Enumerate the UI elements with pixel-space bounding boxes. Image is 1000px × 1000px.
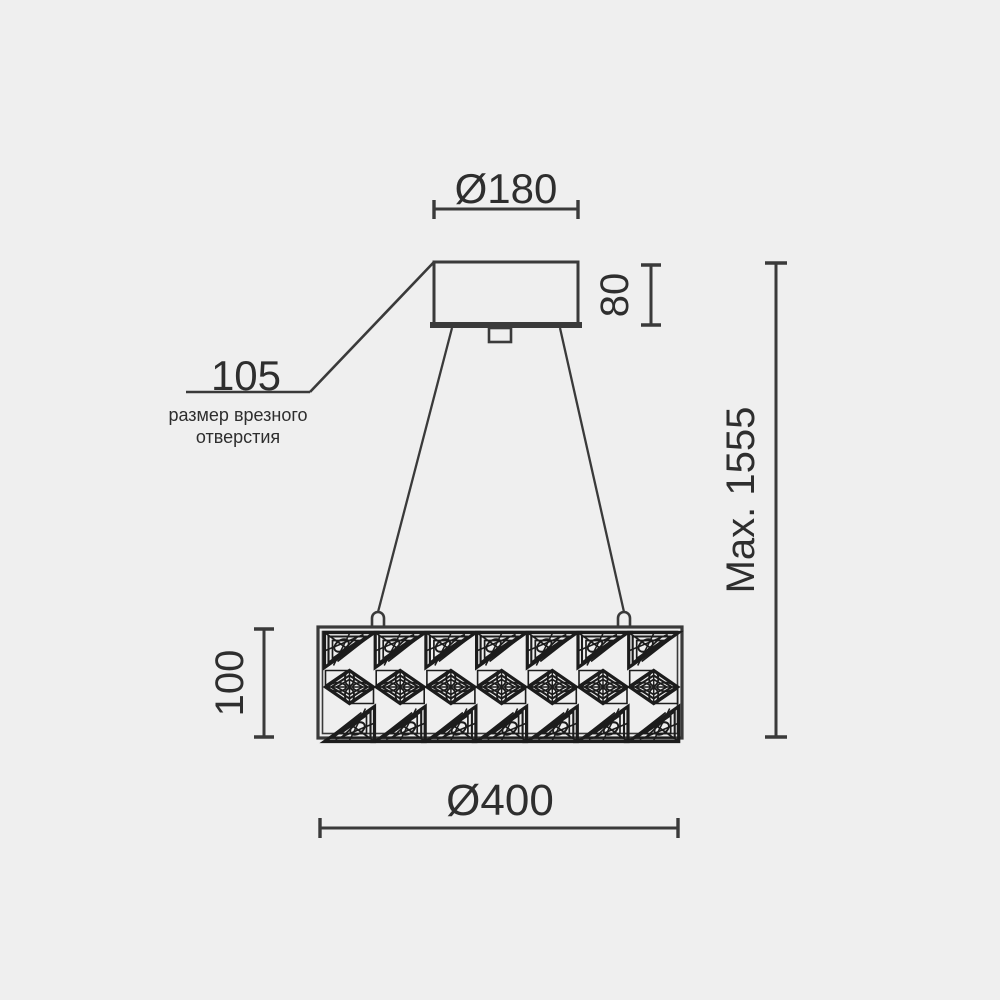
dimension-canopy-height-label: 80 — [593, 273, 637, 318]
dimension-cutout-size-label: 105 — [211, 352, 281, 399]
cutout-note-line-1: размер врезного — [168, 405, 307, 425]
cable-bracket-right — [616, 610, 632, 630]
lamp-shade-body — [316, 625, 684, 742]
dimension-canopy-diameter-label: Ø180 — [455, 165, 558, 212]
suspension-cables — [376, 327, 626, 613]
ceiling-canopy — [430, 260, 582, 344]
cable-bracket-left — [370, 610, 386, 630]
cutout-note-line-2: отверстия — [196, 427, 280, 447]
dimension-canopy-diameter: Ø180 — [432, 165, 580, 219]
dimension-total-height-label: Max. 1555 — [719, 407, 763, 594]
suspension-cable-right — [558, 327, 626, 613]
dimension-shade-diameter: Ø400 — [318, 776, 680, 838]
dimension-shade-height: 100 — [208, 627, 274, 739]
dimension-shade-diameter-label: Ø400 — [446, 776, 554, 825]
dimension-total-height: Max. 1555 — [719, 261, 787, 739]
annotation-cutout-size: 105 размер врезного отверстия — [168, 261, 435, 447]
cable-brackets — [370, 610, 632, 630]
dimension-shade-height-label: 100 — [208, 650, 252, 717]
dimension-canopy-height: 80 — [593, 263, 661, 327]
suspension-cable-left — [376, 327, 454, 613]
